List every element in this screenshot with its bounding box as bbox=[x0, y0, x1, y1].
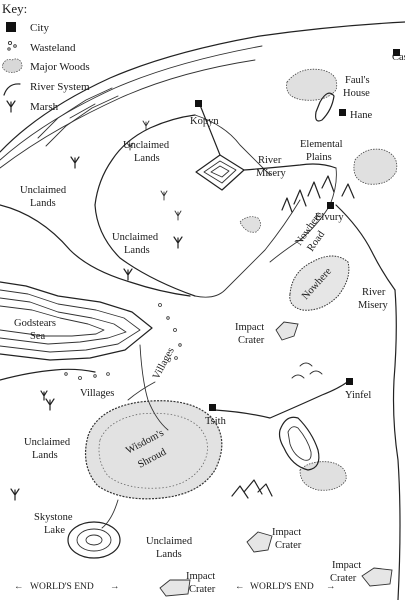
label-impact-1-a: Impact bbox=[235, 322, 264, 333]
label-cas: Cas bbox=[392, 52, 405, 63]
legend-item-marsh: Marsh bbox=[30, 101, 59, 113]
wasteland-dots bbox=[64, 303, 182, 380]
label-unclaimed-3-a: Unclaimed bbox=[112, 232, 159, 243]
label-yinfel: Yinfel bbox=[345, 390, 371, 401]
marsh-tuft-icon bbox=[6, 100, 16, 113]
label-unclaimed-1-b: Lands bbox=[134, 153, 160, 164]
label-unclaimed-2-a: Unclaimed bbox=[20, 185, 67, 196]
label-unclaimed-3-b: Lands bbox=[124, 245, 150, 256]
elemental-diamond bbox=[195, 154, 245, 191]
marsh-tufts bbox=[10, 120, 183, 501]
label-tsith: Tsith bbox=[205, 416, 227, 427]
city-marker-elvury bbox=[327, 202, 334, 209]
label-worlds-end-left: WORLD'S END bbox=[30, 582, 94, 592]
wasteland-dots-icon bbox=[7, 40, 17, 51]
cities bbox=[195, 49, 400, 411]
map-labels: Kopyn Hane Elvury Tsith Yinfel Cas Uncla… bbox=[14, 52, 405, 595]
label-villages-1: Villages bbox=[80, 388, 114, 399]
label-river-misery-2-b: Misery bbox=[358, 300, 388, 311]
label-river-misery-1-a: River bbox=[258, 155, 282, 166]
legend-title: Key: bbox=[2, 1, 27, 16]
label-villages-2: Villages bbox=[151, 346, 177, 382]
label-unclaimed-4-b: Lands bbox=[32, 450, 58, 461]
legend-item-woods: Major Woods bbox=[30, 61, 90, 73]
city-marker-yinfel bbox=[346, 378, 353, 385]
label-unclaimed-4-a: Unclaimed bbox=[24, 437, 71, 448]
label-unclaimed-5-a: Unclaimed bbox=[146, 536, 193, 547]
label-worlds-end-right: WORLD'S END bbox=[250, 582, 314, 592]
arrow-right-icon-1: → bbox=[110, 582, 120, 592]
label-unclaimed-1-a: Unclaimed bbox=[123, 140, 170, 151]
city-marker-hane bbox=[339, 109, 346, 116]
woods-stipple-icon bbox=[2, 58, 23, 73]
nowhere-area bbox=[289, 255, 350, 311]
tsith-pond bbox=[278, 416, 320, 471]
wisdoms-shroud-woods bbox=[85, 400, 223, 500]
mountains bbox=[231, 175, 355, 499]
label-impact-3-a: Impact bbox=[186, 571, 215, 582]
label-elemental-b: Plains bbox=[306, 152, 332, 163]
city-marker-cas bbox=[393, 49, 400, 56]
label-fauls-a: Faul's bbox=[345, 75, 370, 86]
fauls-house-lake bbox=[315, 92, 335, 122]
label-fauls-b: House bbox=[343, 88, 370, 99]
label-impact-2-b: Crater bbox=[275, 540, 302, 551]
label-impact-4-a: Impact bbox=[332, 560, 361, 571]
city-marker-kopyn bbox=[195, 100, 202, 107]
label-skystone-b: Lake bbox=[44, 525, 65, 536]
river-curve-icon bbox=[3, 83, 21, 96]
label-hane: Hane bbox=[350, 110, 372, 121]
label-skystone-a: Skystone bbox=[34, 512, 73, 523]
label-impact-3-b: Crater bbox=[189, 584, 216, 595]
label-impact-2-a: Impact bbox=[272, 527, 301, 538]
label-river-misery-2-a: River bbox=[362, 287, 386, 298]
label-impact-4-b: Crater bbox=[330, 573, 357, 584]
arrow-left-icon-1: ← bbox=[14, 582, 24, 592]
label-elvury: Elvury bbox=[315, 212, 344, 223]
city-square-icon bbox=[6, 22, 16, 32]
label-river-misery-1-b: Misery bbox=[256, 168, 286, 179]
label-impact-1-b: Crater bbox=[238, 335, 265, 346]
arrow-right-icon-2: → bbox=[326, 582, 336, 592]
arrow-left-icon-2: ← bbox=[235, 582, 245, 592]
label-godstears-b: Sea bbox=[30, 331, 46, 342]
legend-item-river: River System bbox=[30, 81, 90, 93]
legend: Key: City Wasteland Major Woods River Sy… bbox=[2, 1, 90, 113]
label-godstears-a: Godstears bbox=[14, 318, 56, 329]
impact-craters bbox=[159, 321, 393, 597]
label-unclaimed-5-b: Lands bbox=[156, 549, 182, 560]
city-marker-tsith bbox=[209, 404, 216, 411]
rivers bbox=[101, 104, 401, 600]
godstears-sea bbox=[0, 281, 153, 361]
label-kopyn: Kopyn bbox=[190, 116, 219, 127]
label-unclaimed-2-b: Lands bbox=[30, 198, 56, 209]
coastlines bbox=[0, 21, 405, 381]
legend-item-wasteland: Wasteland bbox=[30, 42, 76, 54]
label-elemental-a: Elemental bbox=[300, 139, 343, 150]
skystone-lake bbox=[67, 521, 121, 559]
legend-item-city: City bbox=[30, 22, 49, 34]
